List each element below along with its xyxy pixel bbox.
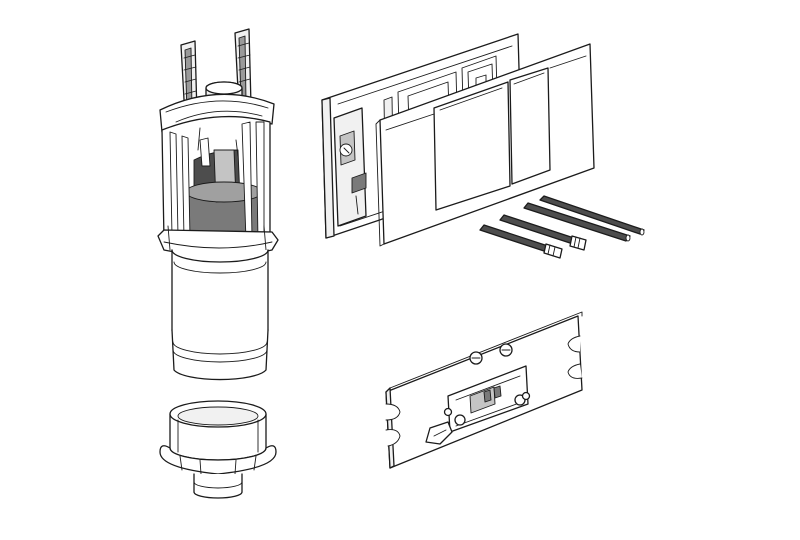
seal-ring-icon — [159, 400, 277, 499]
rod-icon — [479, 195, 645, 259]
valve-float — [171, 249, 269, 343]
rod-3 — [499, 214, 587, 251]
flush-plate-icon — [375, 43, 595, 247]
flush-valve-icon — [157, 28, 279, 381]
valve-bottom-ring — [171, 329, 269, 381]
rod-4 — [479, 224, 563, 259]
valve-cage — [161, 115, 271, 247]
rod-1 — [539, 195, 645, 236]
rod-2 — [523, 202, 631, 242]
bracket-icon — [385, 311, 583, 469]
screw-icon — [443, 343, 531, 426]
